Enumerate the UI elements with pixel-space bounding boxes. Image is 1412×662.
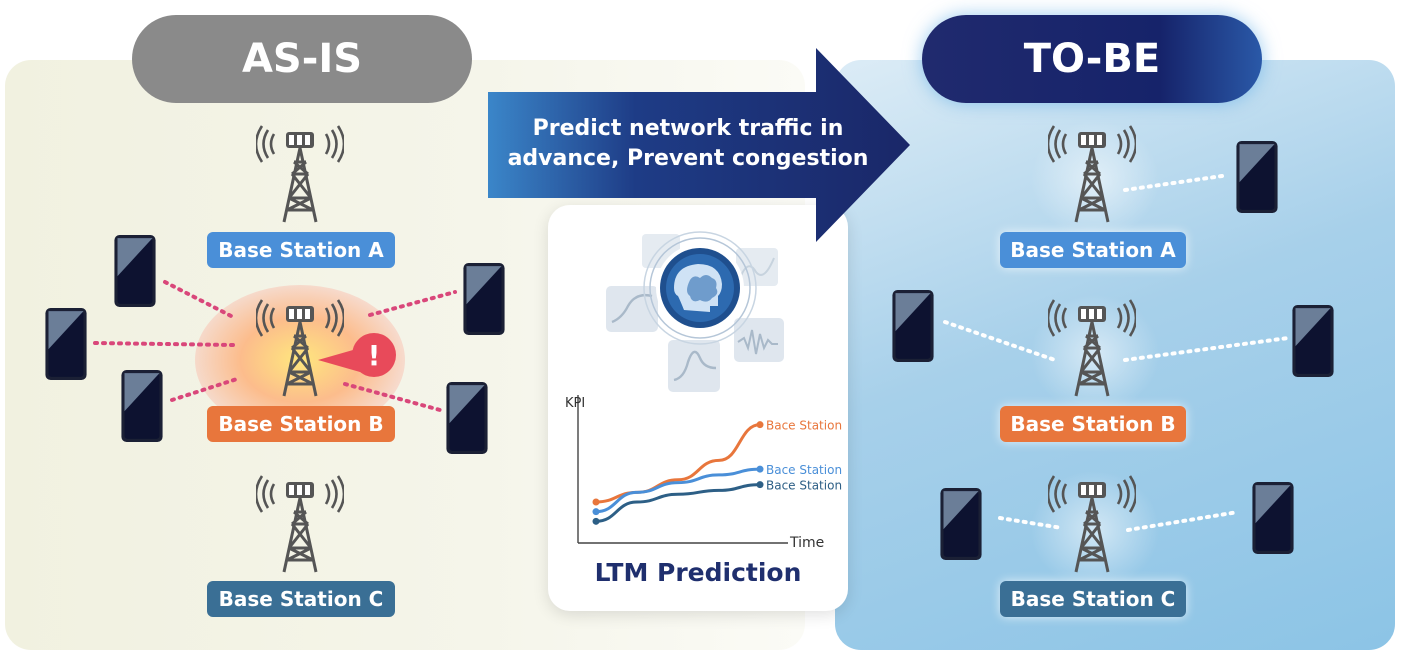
congested-links xyxy=(93,280,457,412)
tower-icon xyxy=(256,124,344,224)
series-point-1-1 xyxy=(756,465,764,473)
series-label-2: Bace Station C xyxy=(766,478,842,494)
x-axis-label: Time xyxy=(789,535,824,551)
station-a-label: Base Station A xyxy=(1000,232,1186,268)
to-be-title: TO-BE xyxy=(922,15,1262,103)
smartphone-icon xyxy=(1252,482,1294,554)
arrow-caption-line1: Predict network traffic in xyxy=(532,116,844,141)
smartphone-icon xyxy=(121,370,163,442)
station-c-label: Base Station C xyxy=(1000,581,1186,617)
tower-icon xyxy=(256,474,344,574)
series-point-2-1 xyxy=(756,481,764,489)
graph-card-icon xyxy=(734,318,784,362)
arrow-icon xyxy=(488,48,910,242)
series-line-1 xyxy=(595,467,761,514)
station-b-label: Base Station B xyxy=(207,406,395,442)
series-point-1-0 xyxy=(592,508,600,516)
tower-icon xyxy=(1048,124,1136,224)
series-point-0-0 xyxy=(592,498,600,506)
smartphone-icon xyxy=(1236,141,1278,213)
tower-icon xyxy=(1048,298,1136,398)
series-label-1: Bace Station A xyxy=(766,462,842,478)
series-label-0: Bace Station B xyxy=(766,418,842,434)
ltm-prediction-title: LTM Prediction xyxy=(594,558,802,587)
smartphone-icon xyxy=(1292,305,1334,377)
as-is-title: AS-IS xyxy=(132,15,472,103)
station-c-label: Base Station C xyxy=(207,581,395,617)
alert-icon: ! xyxy=(318,333,396,377)
arrow-caption: Predict network traffic in advance, Prev… xyxy=(498,114,878,174)
series-point-2-0 xyxy=(592,517,600,525)
series-line-0 xyxy=(595,423,761,504)
graph-card-icon xyxy=(668,340,720,392)
smartphone-icon xyxy=(114,235,156,307)
station-a-label: Base Station A xyxy=(207,232,395,268)
y-axis-label: KPI xyxy=(565,396,585,411)
smartphone-icon xyxy=(940,488,982,560)
series-point-0-1 xyxy=(756,421,764,429)
series-line-2 xyxy=(595,483,761,523)
ai-prediction-graphic xyxy=(606,231,784,392)
kpi-line-chart: KPI Time Bace Station B Bace Station ABac… xyxy=(565,395,842,551)
brain-head-icon xyxy=(674,264,722,312)
arrow-caption-line2: advance, Prevent congestion xyxy=(507,146,869,171)
smartphone-icon xyxy=(892,290,934,362)
tower-icon xyxy=(1048,474,1136,574)
smartphone-icon xyxy=(446,382,488,454)
smartphone-icon xyxy=(463,263,505,335)
alert-symbol: ! xyxy=(368,339,381,372)
smartphone-icon xyxy=(45,308,87,380)
series-layer: Bace Station B Bace Station ABace Station… xyxy=(592,418,842,525)
station-b-label: Base Station B xyxy=(1000,406,1186,442)
